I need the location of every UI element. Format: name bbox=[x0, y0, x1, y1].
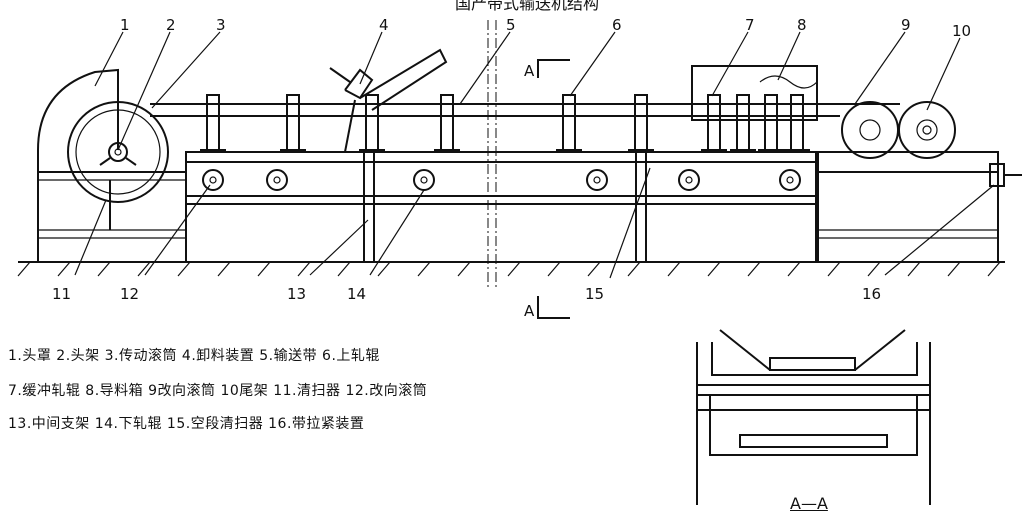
callout-2: 2 bbox=[166, 16, 176, 34]
callout-16: 16 bbox=[862, 285, 881, 303]
section-break bbox=[487, 20, 570, 319]
drive-pulley bbox=[67, 101, 169, 203]
tail-frame bbox=[817, 151, 1022, 263]
callout-11: 11 bbox=[52, 285, 71, 303]
callout-1: 1 bbox=[120, 16, 130, 34]
callout-9: 9 bbox=[901, 16, 911, 34]
callout-6: 6 bbox=[612, 16, 622, 34]
conveyor-belt bbox=[150, 103, 840, 117]
head-hood bbox=[37, 68, 119, 172]
callout-12: 12 bbox=[120, 285, 139, 303]
return-idlers bbox=[202, 169, 801, 191]
cross-section-view bbox=[696, 329, 931, 505]
head-frame bbox=[37, 171, 187, 263]
callout-10: 10 bbox=[952, 22, 971, 40]
callout-14: 14 bbox=[347, 285, 366, 303]
callout-13: 13 bbox=[287, 285, 306, 303]
callout-numbers: 1 2 3 4 5 6 7 8 9 10 11 12 13 14 15 16 A… bbox=[52, 16, 971, 320]
section-label: A—A bbox=[790, 494, 828, 513]
legend-line-2: 7.缓冲轧辊 8.导料箱 9改向滚筒 10尾架 11.清扫器 12.改向滚筒 bbox=[8, 383, 428, 399]
section-mark-top: A bbox=[524, 62, 535, 80]
middle-truss bbox=[185, 151, 817, 263]
ground bbox=[17, 261, 1005, 277]
legend-line-3: 13.中间支架 14.下轧辊 15.空段清扫器 16.带拉紧装置 bbox=[8, 416, 365, 432]
skirt-board bbox=[691, 65, 818, 121]
legend-line-1: 1.头罩 2.头架 3.传动滚筒 4.卸料装置 5.输送带 6.上轧辊 bbox=[8, 348, 380, 364]
callout-3: 3 bbox=[216, 16, 226, 34]
tail-pulleys bbox=[840, 101, 956, 159]
callout-4: 4 bbox=[379, 16, 389, 34]
leader-lines bbox=[74, 31, 995, 279]
callout-8: 8 bbox=[797, 16, 807, 34]
diagram-title: 国产带式输送机结构 bbox=[455, 0, 600, 13]
callout-7: 7 bbox=[745, 16, 755, 34]
discharge-device bbox=[329, 48, 448, 153]
carrying-idlers bbox=[200, 94, 810, 151]
section-mark-bottom: A bbox=[524, 302, 535, 320]
callout-15: 15 bbox=[585, 285, 604, 303]
callout-5: 5 bbox=[506, 16, 516, 34]
